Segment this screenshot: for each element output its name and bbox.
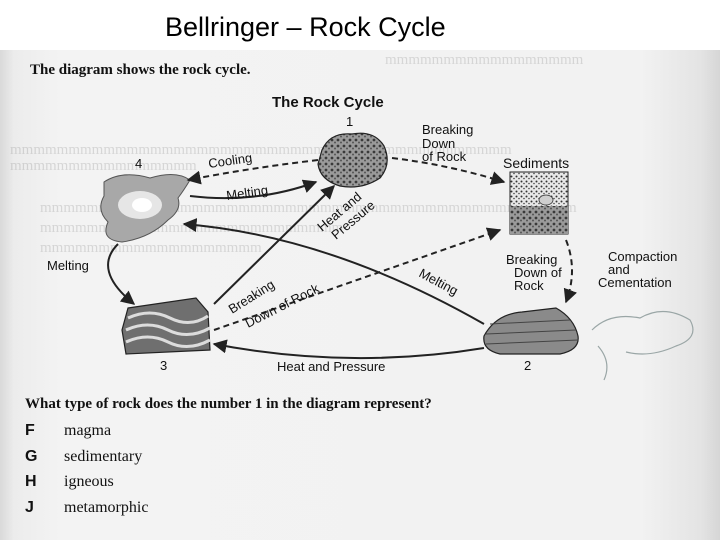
option-text: metamorphic — [64, 498, 149, 516]
diagram-intro: The diagram shows the rock cycle. — [30, 62, 251, 78]
label-compaction-3: Cementation — [598, 275, 672, 290]
label-compaction-2: and — [608, 262, 630, 277]
rock-1-image — [317, 132, 388, 188]
label-melting-diagonal: Melting — [417, 265, 461, 298]
option-letter: H — [25, 473, 37, 490]
handwriting-scribble — [591, 310, 694, 381]
option-letter: J — [25, 498, 34, 516]
label-breaking-down-top-2: Down — [422, 136, 455, 151]
bleed-through-text: mmmmmmmmmmmmmmmmmmm — [40, 240, 262, 256]
option-text: magma — [64, 422, 112, 439]
node-number-2: 2 — [524, 358, 531, 373]
label-breaking-down-right-3: Rock — [514, 278, 544, 293]
metamorphic-rock-3-image — [121, 297, 211, 355]
bleed-through-text: mmmmmmmmmmmmmmmm — [10, 158, 197, 174]
node-number-3: 3 — [160, 358, 167, 373]
label-breaking-down-right-1: Breaking — [506, 252, 557, 267]
option-text: sedimentary — [64, 447, 143, 465]
label-breaking-down-top-1: Breaking — [422, 122, 473, 137]
node-number-1: 1 — [346, 114, 353, 129]
bleed-through-text: mmmmmmmmmmmmmmmmm — [385, 52, 584, 68]
label-compaction-1: Compaction — [608, 249, 677, 264]
diagram-title: The Rock Cycle — [272, 94, 384, 111]
magma-4-image — [100, 174, 191, 243]
label-cooling: Cooling — [207, 150, 253, 171]
option-text: igneous — [64, 473, 114, 490]
option-letter: G — [25, 447, 38, 465]
node-number-4: 4 — [135, 156, 142, 171]
label-heat-pressure-bottom: Heat and Pressure — [277, 359, 385, 374]
label-melting-top: Melting — [225, 182, 269, 203]
slide-title-bar: Bellringer – Rock Cycle — [0, 0, 720, 50]
option-letter: F — [25, 422, 35, 439]
slide-title: Bellringer – Rock Cycle — [165, 12, 446, 42]
label-melting-left: Melting — [47, 258, 89, 273]
label-breaking-down-top-3: of Rock — [422, 149, 467, 164]
sediments-image — [509, 171, 569, 235]
sedimentary-rock-2-image — [483, 307, 579, 355]
sediments-label: Sediments — [503, 155, 569, 171]
label-breaking-down-right-2: Down of — [514, 265, 562, 280]
question-text: What type of rock does the number 1 in t… — [25, 396, 432, 412]
